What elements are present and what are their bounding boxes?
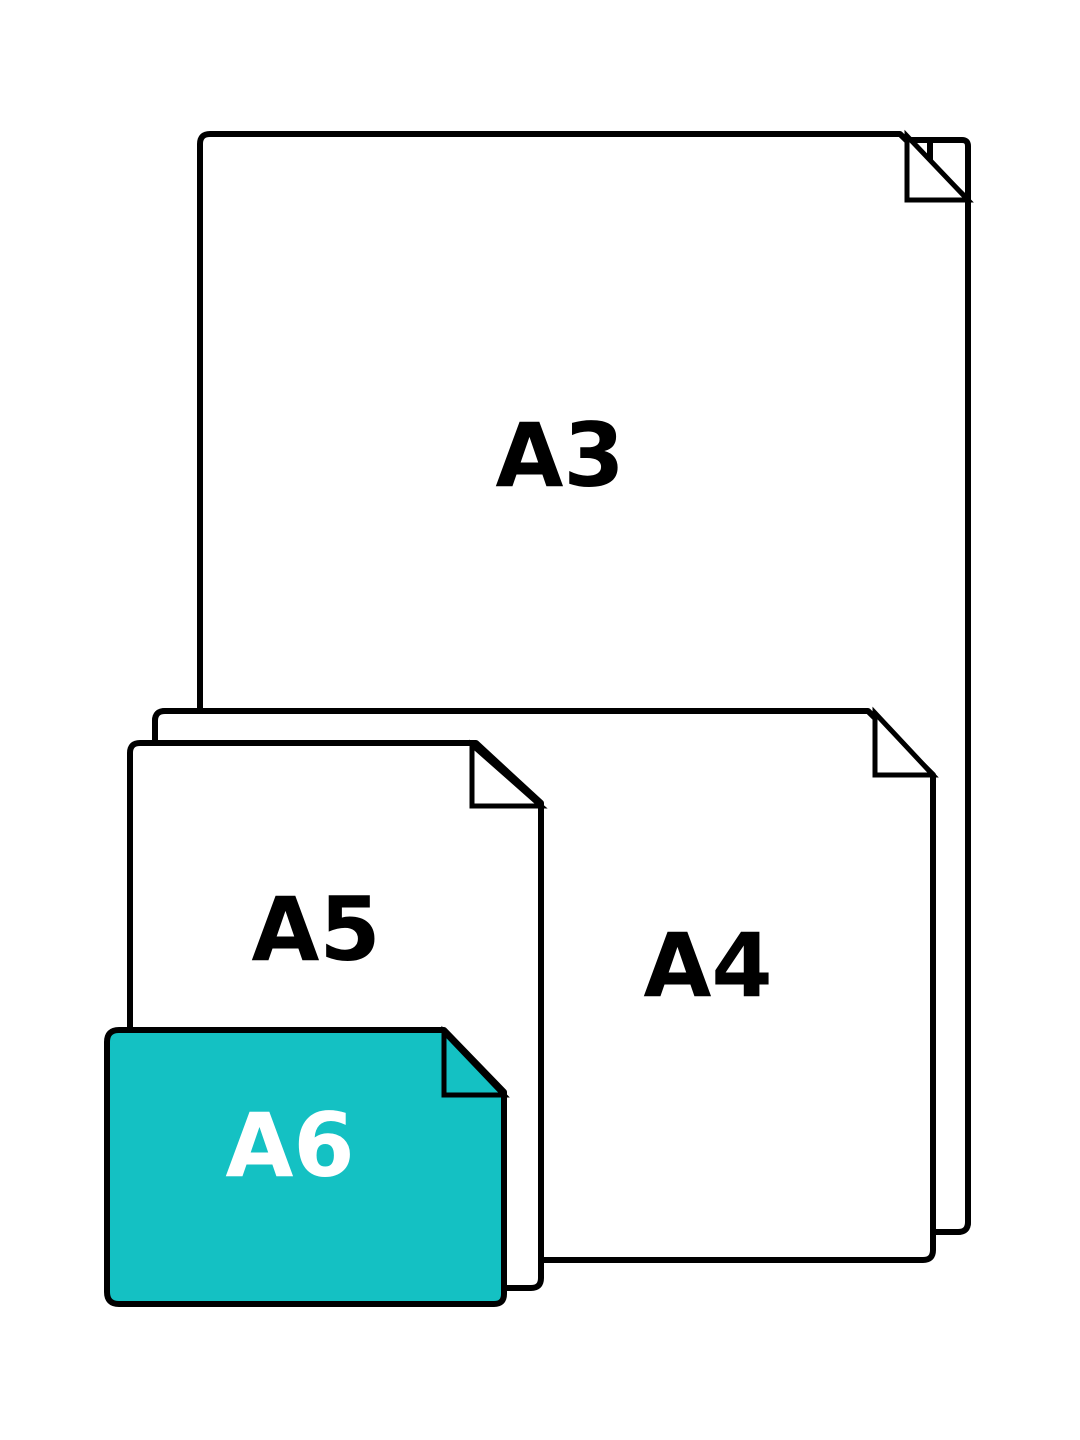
- sheet-a3-folded-corner: [904, 129, 974, 203]
- sheet-a6: A6: [104, 1025, 510, 1307]
- sheet-a4-label: A4: [643, 914, 772, 1017]
- sheet-a5-label: A5: [251, 878, 380, 981]
- sheet-a6-label: A6: [225, 1094, 354, 1197]
- sheet-a6-folded-corner: [441, 1025, 510, 1098]
- sheet-a5-folded-corner: [469, 739, 548, 809]
- sheet-a6-body: [104, 1027, 507, 1307]
- sheet-a3-label: A3: [495, 404, 624, 507]
- sheet-a4-folded-corner: [872, 706, 939, 778]
